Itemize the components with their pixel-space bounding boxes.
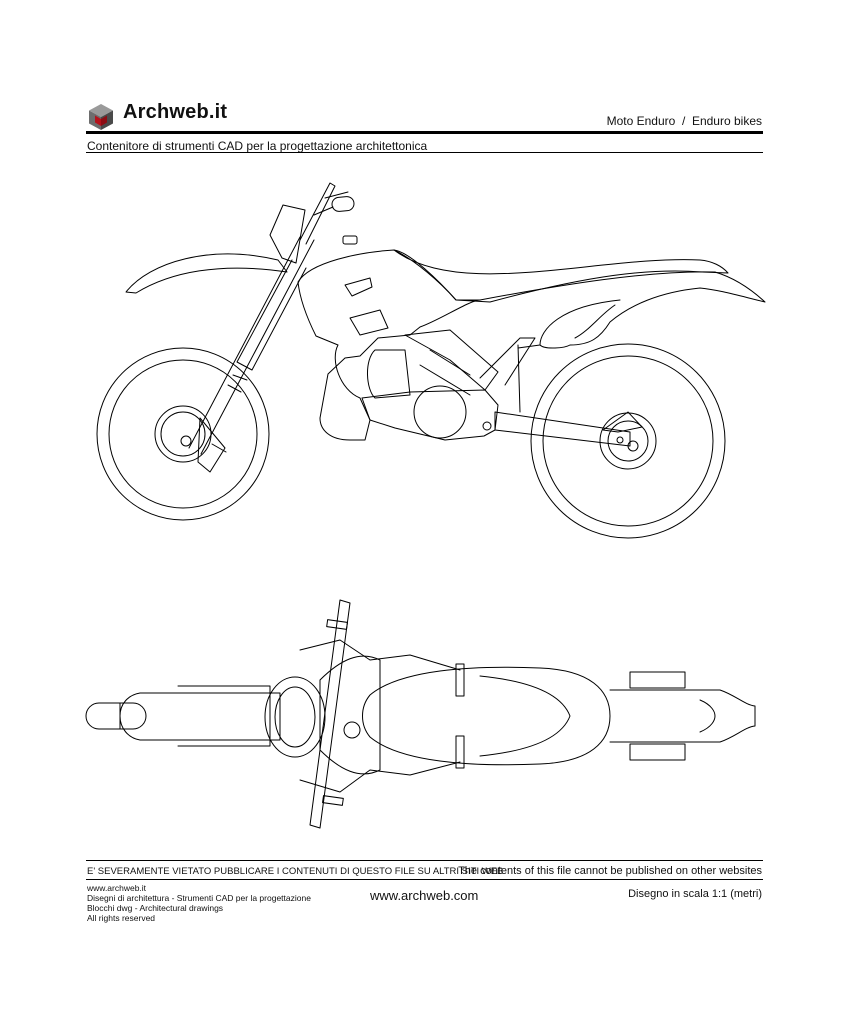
copyright-warning-italian: E' SEVERAMENTE VIETATO PUBBLICARE I CONT… <box>87 866 504 877</box>
footpeg-right <box>455 735 465 769</box>
top-view <box>85 599 756 829</box>
front-tire-top <box>85 702 147 730</box>
front-fork <box>188 236 315 455</box>
seat <box>393 249 729 303</box>
footpeg-left <box>455 663 465 697</box>
footer-info-line[interactable]: www.archweb.it <box>87 883 147 893</box>
swingarm <box>494 411 631 447</box>
number-plate <box>269 204 306 264</box>
subtitle-divider <box>86 152 763 153</box>
front-wheel <box>96 347 270 521</box>
front-fender-top <box>119 692 281 741</box>
rear-wheel <box>530 343 726 539</box>
site-subtitle: Contenitore di strumenti CAD per la prog… <box>87 139 428 153</box>
tank-top <box>319 655 381 775</box>
footer-info-line: Disegni di architettura - Strumenti CAD … <box>87 893 311 903</box>
copyright-warning-english: The contents of this file cannot be publ… <box>458 865 762 877</box>
scale-note: Disegno in scala 1:1 (metri) <box>628 888 762 900</box>
seat-top <box>362 666 611 766</box>
footer-url-link[interactable]: www.archweb.com <box>370 888 479 903</box>
header-divider <box>86 131 763 134</box>
headlight-top <box>264 676 326 758</box>
cube-logo-icon <box>89 104 113 130</box>
engine <box>361 329 536 441</box>
handlebar <box>299 182 355 245</box>
fuel-tank <box>297 235 481 441</box>
side-view <box>96 182 766 539</box>
side-panel <box>479 271 766 349</box>
drawing-category: Moto Enduro / Enduro bikes <box>606 114 762 128</box>
footer-divider-top <box>86 860 763 861</box>
footer-divider-bottom <box>86 879 763 880</box>
footer-info: www.archweb.it Disegni di architettura -… <box>87 883 311 923</box>
handlebar-top <box>309 599 351 829</box>
footer-info-line: Blocchi dwg - Architectural drawings <box>87 903 224 913</box>
footer-info-line: All rights reserved <box>87 913 156 923</box>
rear-fender-top <box>609 689 756 743</box>
front-fender <box>125 253 288 294</box>
brand-name[interactable]: Archweb.it <box>123 101 228 123</box>
